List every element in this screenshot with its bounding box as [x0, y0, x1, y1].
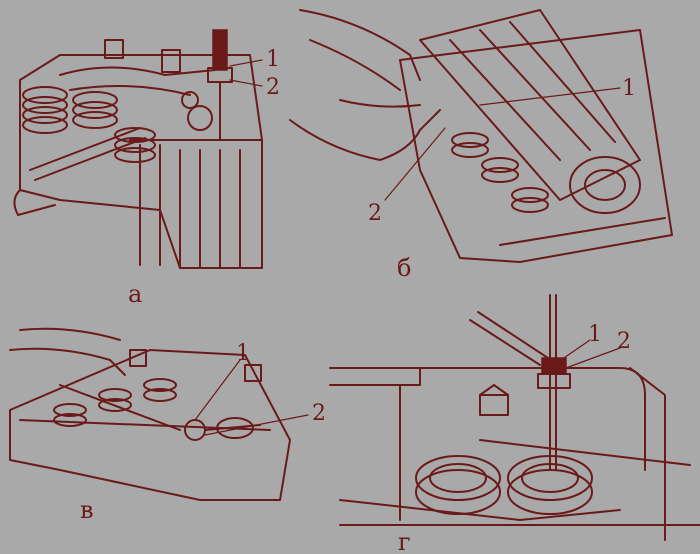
panel-g-callout-2: 2: [617, 329, 631, 354]
panel-b-callout-2: 2: [368, 201, 382, 226]
panel-v-caption: в: [80, 496, 94, 524]
panel-g-callout-1: 1: [588, 322, 602, 347]
panel-v-callout-1: 1: [236, 341, 250, 366]
panel-b-illustration: [289, 9, 673, 263]
panel-a-callout-1: 1: [266, 47, 280, 72]
panel-v-illustration: [9, 327, 309, 501]
panel-g-illustration: [329, 294, 700, 541]
panel-a-caption: а: [128, 280, 142, 308]
panel-a-callout-2: 2: [266, 75, 280, 100]
panel-b-caption: б: [397, 254, 411, 282]
panel-v-callout-2: 2: [312, 401, 326, 426]
panel-a-illustration: [13, 29, 263, 269]
panel-g-caption: г: [398, 528, 411, 554]
panel-b-callout-1: 1: [622, 76, 636, 101]
